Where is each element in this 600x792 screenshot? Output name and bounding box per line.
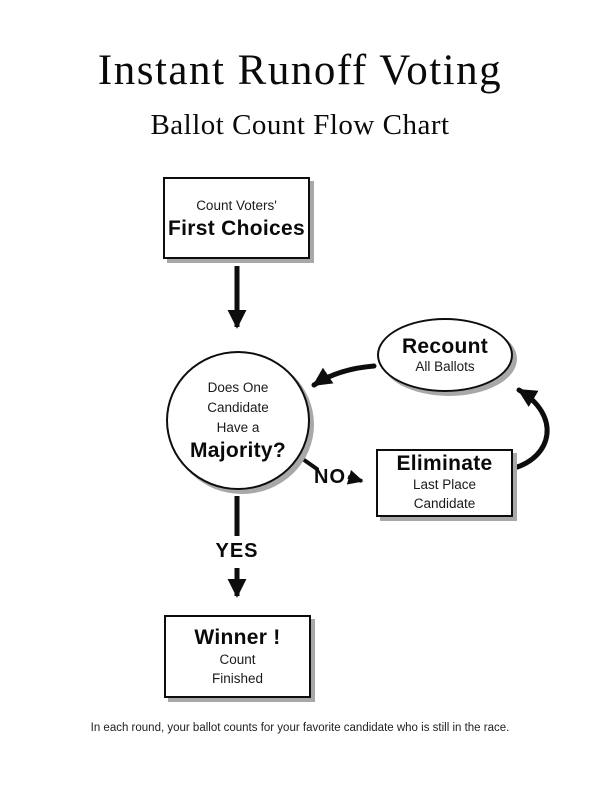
node-majority-decision: Does One Candidate Have a Majority? [166,351,310,490]
decision-line4: Majority? [189,439,287,462]
eliminate-line1: Eliminate [396,452,493,475]
arrow-eliminate-to-recount [511,387,550,471]
arrow-no-to-eliminate [346,469,364,485]
node-winner-count-finished: Winner ! Count Finished [164,615,311,698]
decision-line2: Candidate [207,400,269,415]
decision-line3: Have a [216,420,260,435]
node-eliminate-last-place: Eliminate Last Place Candidate [376,449,513,517]
node-count-first-choices-line1: Count Voters' [196,197,277,213]
node-recount-all-ballots: Recount All Ballots [377,318,513,392]
winner-line2: Count [219,651,256,667]
page-title: Instant Runoff Voting [97,47,503,94]
label-yes: YES [215,540,259,562]
eliminate-line2: Last Place [412,477,477,492]
label-no: NO [314,466,346,488]
eliminate-line3: Candidate [413,496,476,511]
caption: In each round, your ballot counts for yo… [90,722,510,734]
recount-line2: All Ballots [415,359,475,374]
page-subtitle: Ballot Count Flow Chart [150,109,450,141]
node-count-first-choices: Count Voters' First Choices [163,177,310,259]
winner-line1: Winner ! [194,625,281,649]
recount-line1: Recount [401,335,489,358]
node-count-first-choices-line2: First Choices [168,216,305,240]
winner-line3: Finished [211,670,264,686]
arrow-recount-to-decision [311,363,377,388]
decision-line1: Does One [207,380,269,395]
no-connector [295,453,319,471]
